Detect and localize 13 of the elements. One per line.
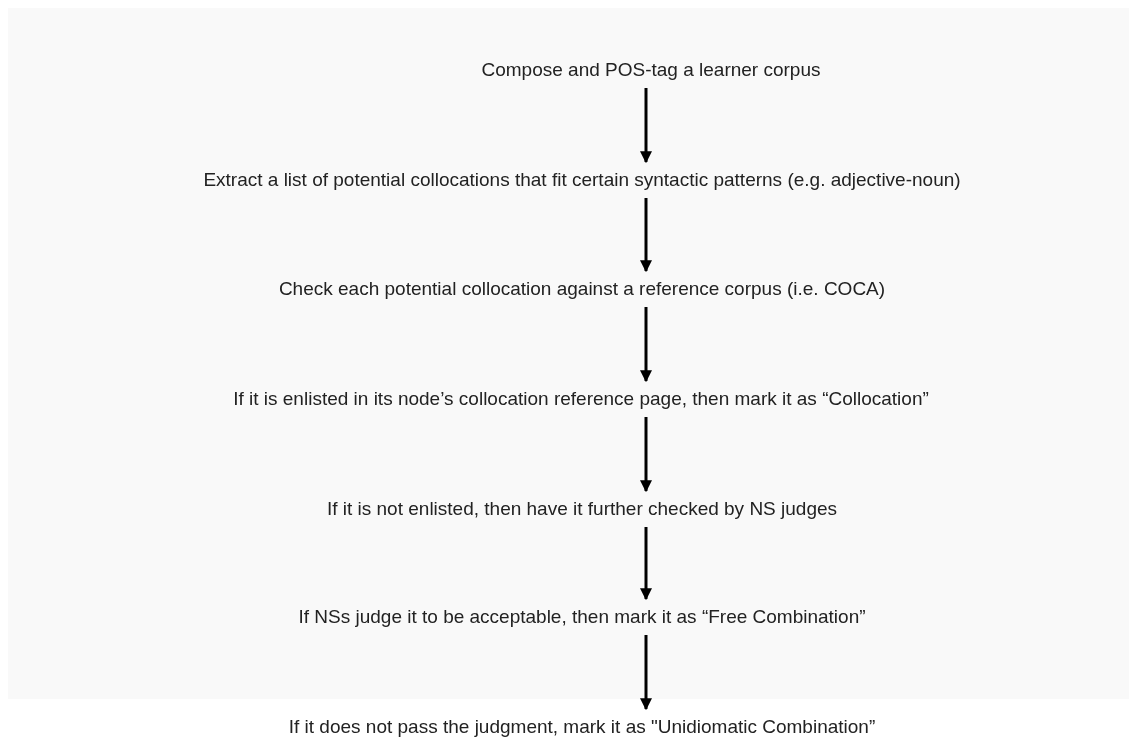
arrow: [640, 198, 652, 273]
step-text: If it is enlisted in its node’s collocation reference page, then mark it as “Collocation”: [233, 387, 929, 411]
step-text: Compose and POS-tag a learner corpus: [481, 58, 821, 82]
arrow: [640, 417, 652, 493]
step-text: If NSs judge it to be acceptable, then mark it as “Free Combination”: [298, 605, 866, 629]
arrow: [640, 88, 652, 164]
step-text: If it is not enlisted, then have it further checked by NS judges: [326, 497, 838, 521]
arrow: [640, 527, 652, 601]
step-text: If it does not pass the judgment, mark it as "Unidiomatic Combination”: [288, 715, 876, 739]
arrow: [640, 307, 652, 383]
step-text: Extract a list of potential collocations that fit certain syntactic patterns (e.g. adjective-noun): [203, 168, 961, 192]
arrow: [640, 635, 652, 711]
step-text: Check each potential collocation against a reference corpus (i.e. COCA): [278, 277, 886, 301]
